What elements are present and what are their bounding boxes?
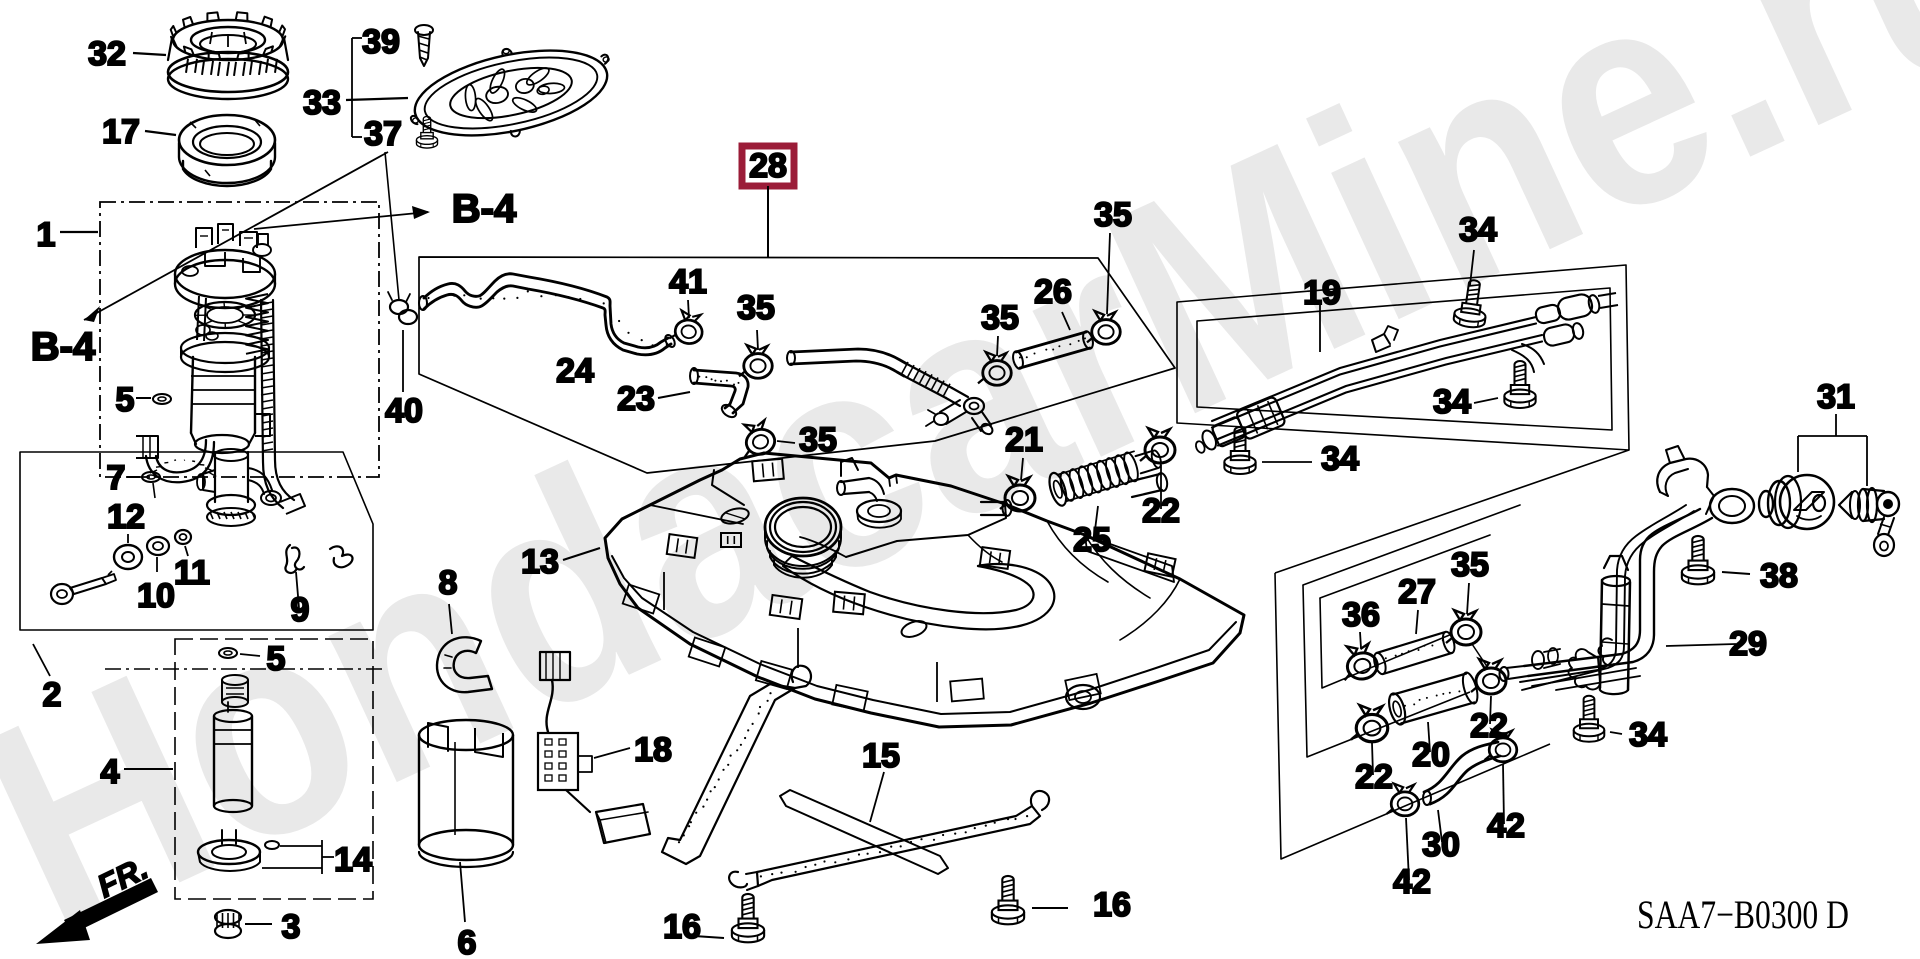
svg-text:38: 38 xyxy=(1760,557,1798,595)
svg-text:13: 13 xyxy=(521,543,559,581)
svg-text:32: 32 xyxy=(88,35,126,73)
svg-text:9: 9 xyxy=(291,591,310,629)
svg-text:34: 34 xyxy=(1321,440,1359,478)
svg-text:7: 7 xyxy=(107,459,126,497)
svg-text:26: 26 xyxy=(1034,273,1072,311)
svg-text:35: 35 xyxy=(799,421,837,459)
svg-text:B-4: B-4 xyxy=(452,187,517,231)
svg-text:23: 23 xyxy=(617,380,655,418)
svg-text:22: 22 xyxy=(1355,758,1393,796)
svg-text:16: 16 xyxy=(663,908,701,946)
svg-text:16: 16 xyxy=(1093,886,1131,924)
svg-text:33: 33 xyxy=(303,84,341,122)
svg-text:B-4: B-4 xyxy=(31,325,96,369)
svg-text:15: 15 xyxy=(862,737,900,775)
svg-text:27: 27 xyxy=(1398,573,1436,611)
svg-text:25: 25 xyxy=(1073,521,1111,559)
svg-text:5: 5 xyxy=(116,381,135,419)
svg-text:5: 5 xyxy=(267,640,286,678)
svg-text:28: 28 xyxy=(749,147,787,185)
svg-text:4: 4 xyxy=(101,753,120,791)
svg-text:20: 20 xyxy=(1412,736,1450,774)
svg-text:10: 10 xyxy=(137,577,175,615)
svg-text:34: 34 xyxy=(1459,211,1497,249)
svg-text:40: 40 xyxy=(385,392,423,430)
svg-text:2: 2 xyxy=(43,676,62,714)
svg-text:39: 39 xyxy=(362,23,400,61)
svg-text:24: 24 xyxy=(556,352,594,390)
svg-text:14: 14 xyxy=(334,841,372,879)
svg-text:42: 42 xyxy=(1393,863,1431,901)
svg-text:37: 37 xyxy=(364,115,402,153)
svg-text:8: 8 xyxy=(439,564,458,602)
svg-text:19: 19 xyxy=(1303,274,1341,312)
svg-text:1: 1 xyxy=(37,216,56,254)
svg-text:36: 36 xyxy=(1342,596,1380,634)
svg-text:18: 18 xyxy=(634,731,672,769)
svg-text:22: 22 xyxy=(1470,707,1508,745)
svg-text:21: 21 xyxy=(1005,421,1043,459)
svg-text:11: 11 xyxy=(174,554,210,592)
svg-text:41: 41 xyxy=(669,263,707,301)
svg-text:3: 3 xyxy=(282,908,301,946)
svg-text:35: 35 xyxy=(981,299,1019,337)
svg-text:42: 42 xyxy=(1487,807,1525,845)
svg-text:31: 31 xyxy=(1817,378,1855,416)
svg-text:17: 17 xyxy=(102,113,140,151)
svg-text:35: 35 xyxy=(1451,546,1489,584)
svg-text:12: 12 xyxy=(107,498,145,536)
svg-text:SAA7−B0300 D: SAA7−B0300 D xyxy=(1637,892,1849,937)
svg-text:6: 6 xyxy=(458,924,477,959)
svg-text:35: 35 xyxy=(1094,196,1132,234)
svg-text:34: 34 xyxy=(1629,716,1667,754)
svg-text:34: 34 xyxy=(1433,383,1471,421)
svg-text:35: 35 xyxy=(737,289,775,327)
